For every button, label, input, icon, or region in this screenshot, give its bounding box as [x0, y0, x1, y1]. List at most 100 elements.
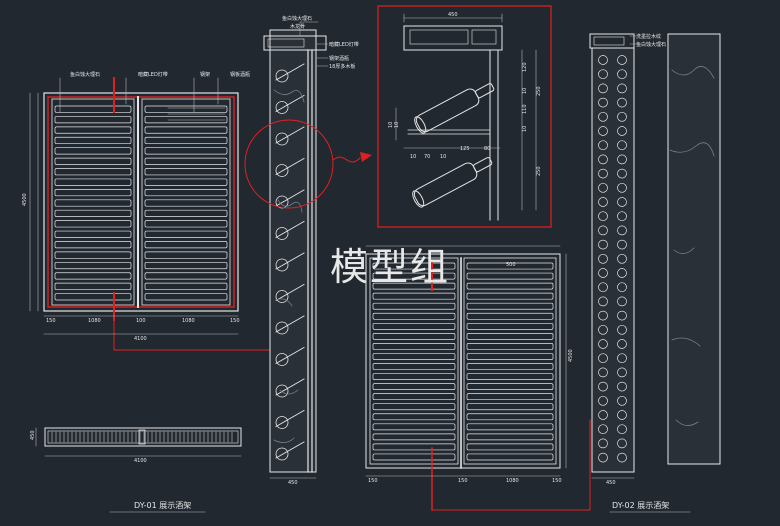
detail-dim-b4: 80 — [484, 146, 490, 152]
shelf-slat — [372, 262, 456, 270]
shelf-slat — [144, 220, 228, 228]
shelf-slat — [54, 272, 132, 280]
shelf-slat — [144, 178, 228, 186]
detail-dim-r3: 10 — [522, 126, 528, 132]
hole — [617, 339, 627, 349]
hole — [617, 410, 627, 420]
dy02-side-section — [589, 33, 721, 513]
shelf-slat — [144, 105, 228, 113]
hole — [598, 339, 608, 349]
hole — [617, 182, 627, 193]
plan-post — [138, 429, 146, 445]
shelf-slat — [54, 105, 132, 113]
shelf-slat — [372, 292, 456, 300]
dy02-title: DY-02 展示酒架 — [612, 501, 669, 510]
dy02-dim-top: 500 — [506, 262, 516, 268]
hole — [617, 154, 627, 165]
marble-panel — [269, 29, 317, 473]
detail-dim-top: 450 — [448, 12, 458, 18]
hole — [598, 438, 608, 449]
hole — [598, 410, 608, 420]
side-dim-bottom: 450 — [288, 480, 298, 486]
dy01-dim-right: 150 — [230, 318, 240, 324]
peg — [275, 220, 305, 239]
side-label-marble: 鱼白蚀大理石 — [282, 15, 312, 22]
shelf-slat — [54, 178, 132, 186]
hole — [598, 268, 608, 278]
hole — [598, 182, 608, 193]
dy01-label-led: 暗藏LED灯带 — [138, 71, 168, 78]
shelf-slat — [372, 353, 456, 360]
shelf-slat — [54, 189, 132, 197]
shelf-slat — [466, 393, 554, 401]
dy01-dim-bay2: 1080 — [182, 318, 195, 324]
shelf-slat — [372, 443, 456, 451]
peg — [275, 315, 305, 333]
dy02-bottle-holes — [598, 55, 627, 463]
shelf-slat — [466, 312, 554, 320]
dy02-label-marble: 鱼白蚀大理石 — [636, 41, 666, 48]
hole — [617, 97, 627, 108]
shelf-slat — [466, 353, 554, 360]
dy01-title: DY-01 展示酒架 — [134, 501, 191, 510]
dy02-marble-panel — [667, 33, 721, 465]
vein — [671, 337, 701, 347]
hole — [598, 55, 608, 65]
shelf-slat — [372, 302, 456, 310]
side-label-rack: 钢架酒瓶 — [329, 55, 349, 62]
shelf-slat — [54, 157, 132, 165]
vein — [277, 199, 303, 213]
hole — [598, 168, 608, 179]
peg — [275, 346, 305, 365]
shelf-slat — [372, 433, 456, 441]
shelf-slat — [54, 126, 132, 134]
hole — [598, 97, 608, 108]
dy01-dim-height: 4500 — [22, 193, 28, 206]
shelf-slat — [144, 293, 228, 301]
dy01-plan-h: 450 — [30, 430, 36, 440]
hole — [598, 154, 608, 165]
side-section-view — [244, 21, 372, 479]
shelf-slat — [466, 333, 554, 340]
side-label-board: 18厚多木板 — [329, 63, 355, 70]
dy02-dim-mid: 150 — [458, 478, 468, 484]
shelf-slat — [466, 282, 554, 290]
callout-arrow — [332, 156, 361, 163]
shelf-slat — [54, 147, 132, 155]
hole — [617, 111, 627, 122]
shelf-slat — [466, 373, 554, 380]
peg — [275, 94, 305, 113]
dy01-shelves-left — [54, 105, 132, 301]
shelf-slat — [372, 423, 456, 431]
dy02-dim-side: 450 — [606, 480, 616, 486]
hole — [598, 381, 608, 392]
shelf-slat — [372, 413, 456, 421]
shelf-slat — [144, 199, 228, 207]
vein — [669, 142, 715, 157]
marble-veins — [273, 89, 305, 443]
bottle-end — [275, 195, 289, 209]
bottle-end — [275, 101, 289, 114]
hole — [598, 69, 608, 80]
dy01-shelves-right — [144, 105, 228, 301]
shelf-slat — [144, 189, 228, 197]
hole — [617, 310, 627, 321]
shelf-slat — [466, 322, 554, 330]
detail-dim-b2: 10 — [440, 154, 446, 160]
hole — [598, 211, 608, 222]
detail-dim-r4: 250 — [536, 86, 542, 96]
shelf-slat — [54, 230, 132, 238]
hole — [617, 197, 627, 207]
shelf-slat — [144, 272, 228, 280]
hole — [598, 424, 608, 435]
shelf-slat — [466, 423, 554, 431]
shelf-slat — [144, 157, 228, 165]
detail-enlargement — [377, 5, 552, 228]
hole — [598, 324, 608, 335]
peg — [275, 283, 305, 302]
shelf-slat — [372, 333, 456, 340]
bottle-end — [275, 384, 289, 398]
shelf-slat — [144, 251, 228, 259]
